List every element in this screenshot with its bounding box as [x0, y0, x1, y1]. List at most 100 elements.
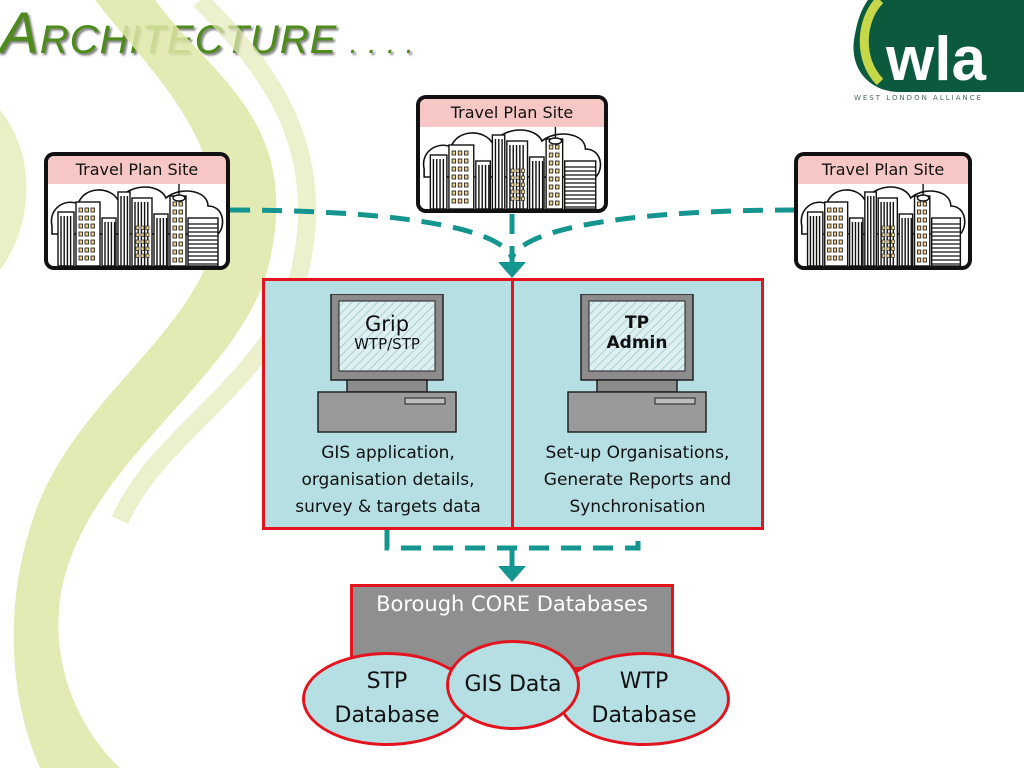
window-shape — [891, 225, 895, 230]
building-shape — [528, 156, 545, 209]
gis-data: GIS Data — [446, 640, 580, 730]
connector-apps-to-core — [384, 530, 641, 551]
tower-shape — [548, 127, 563, 145]
window-shape — [140, 253, 145, 258]
building-shape — [864, 191, 878, 266]
window-shape — [886, 225, 890, 230]
window-shape — [891, 232, 895, 237]
admin-description: Set-up Organisations, Generate Reports a… — [514, 440, 761, 521]
travel-plan-site-center: Travel Plan Site — [416, 95, 608, 213]
window-shape — [135, 253, 140, 258]
window-shape — [135, 232, 140, 237]
tower-shape — [916, 184, 930, 202]
building-shape — [545, 138, 564, 209]
admin-desc-line: Synchronisation — [569, 497, 706, 517]
travel-plan-site-left: Travel Plan Site — [44, 152, 230, 270]
grip-desc-line: survey & targets data — [295, 497, 481, 517]
building-shape — [117, 191, 131, 266]
building-shape — [57, 211, 75, 266]
tower-shape — [172, 184, 186, 202]
building-shape — [898, 213, 914, 266]
window-shape — [510, 189, 515, 194]
window-shape — [881, 253, 886, 258]
window-shape — [881, 246, 886, 251]
city-skyline-icon — [50, 184, 224, 266]
window-shape — [145, 239, 150, 244]
building-shape — [475, 160, 491, 209]
window-shape — [140, 225, 145, 230]
building-shape — [564, 160, 597, 209]
logo-text: wla — [885, 25, 986, 94]
grip-description: GIS application, organisation details, s… — [265, 440, 511, 521]
admin-title-line1: TP — [624, 313, 650, 333]
wla-logo: wla — [853, 0, 1024, 94]
city-skyline-icon — [800, 184, 966, 266]
window-shape — [886, 232, 890, 237]
building-shape — [153, 213, 169, 266]
window-shape — [881, 232, 886, 237]
stp-line2: Database — [334, 703, 440, 728]
grip-desc-line: organisation details, — [301, 470, 475, 490]
window-shape — [140, 232, 145, 237]
window-shape — [891, 253, 895, 258]
window-shape — [886, 239, 890, 244]
wtp-line2: Database — [591, 703, 697, 728]
window-shape — [510, 168, 515, 173]
computer-icon-grip — [317, 294, 457, 433]
window-shape — [521, 189, 525, 194]
window-shape — [145, 246, 150, 251]
building-shape — [491, 134, 506, 209]
slide-title: ARCHITECTURE . . . . — [0, 1, 415, 66]
window-shape — [515, 182, 520, 187]
grip-subtitle: WTP/STP — [354, 335, 420, 354]
site-label: Travel Plan Site — [798, 156, 968, 184]
window-shape — [135, 239, 140, 244]
window-shape — [886, 246, 890, 251]
building-shape — [806, 211, 824, 266]
window-shape — [515, 196, 520, 201]
window-shape — [515, 168, 520, 173]
window-shape — [881, 239, 886, 244]
admin-desc-line: Set-up Organisations, — [545, 443, 730, 463]
site-label: Travel Plan Site — [48, 156, 226, 184]
window-shape — [145, 253, 150, 258]
connector-right-site — [509, 207, 796, 260]
building-shape — [848, 217, 864, 266]
city-skyline-icon — [422, 127, 602, 209]
grip-screen-label: Grip WTP/STP — [339, 312, 435, 353]
window-shape — [521, 168, 525, 173]
grip-title: Grip — [364, 312, 410, 336]
window-shape — [135, 246, 140, 251]
window-shape — [891, 239, 895, 244]
travel-plan-site-right: Travel Plan Site — [794, 152, 972, 270]
grip-desc-line: GIS application, — [321, 443, 455, 463]
window-shape — [515, 175, 520, 180]
logo-subtitle: WEST LONDON ALLIANCE — [854, 94, 984, 102]
core-databases-title: Borough CORE Databases — [376, 592, 648, 616]
window-shape — [891, 246, 895, 251]
building-shape — [931, 217, 962, 266]
building-shape — [913, 195, 931, 266]
window-shape — [140, 246, 145, 251]
window-shape — [510, 182, 515, 187]
window-shape — [145, 232, 150, 237]
building-shape — [448, 144, 475, 209]
wtp-database: WTP Database — [558, 652, 730, 746]
site-label: Travel Plan Site — [420, 99, 604, 127]
admin-title-line2: Admin — [606, 332, 668, 353]
window-shape — [881, 225, 886, 230]
window-shape — [145, 225, 150, 230]
building-shape — [75, 201, 101, 266]
arrow-to-apps — [498, 262, 526, 278]
computer-icon-admin — [567, 294, 707, 433]
window-shape — [886, 253, 890, 258]
admin-screen-label: TP Admin — [589, 313, 685, 353]
wtp-line1: WTP — [619, 669, 669, 694]
window-shape — [510, 175, 515, 180]
building-shape — [824, 201, 849, 266]
building-shape — [187, 217, 219, 266]
window-shape — [135, 225, 140, 230]
connector-left-site — [229, 207, 515, 260]
